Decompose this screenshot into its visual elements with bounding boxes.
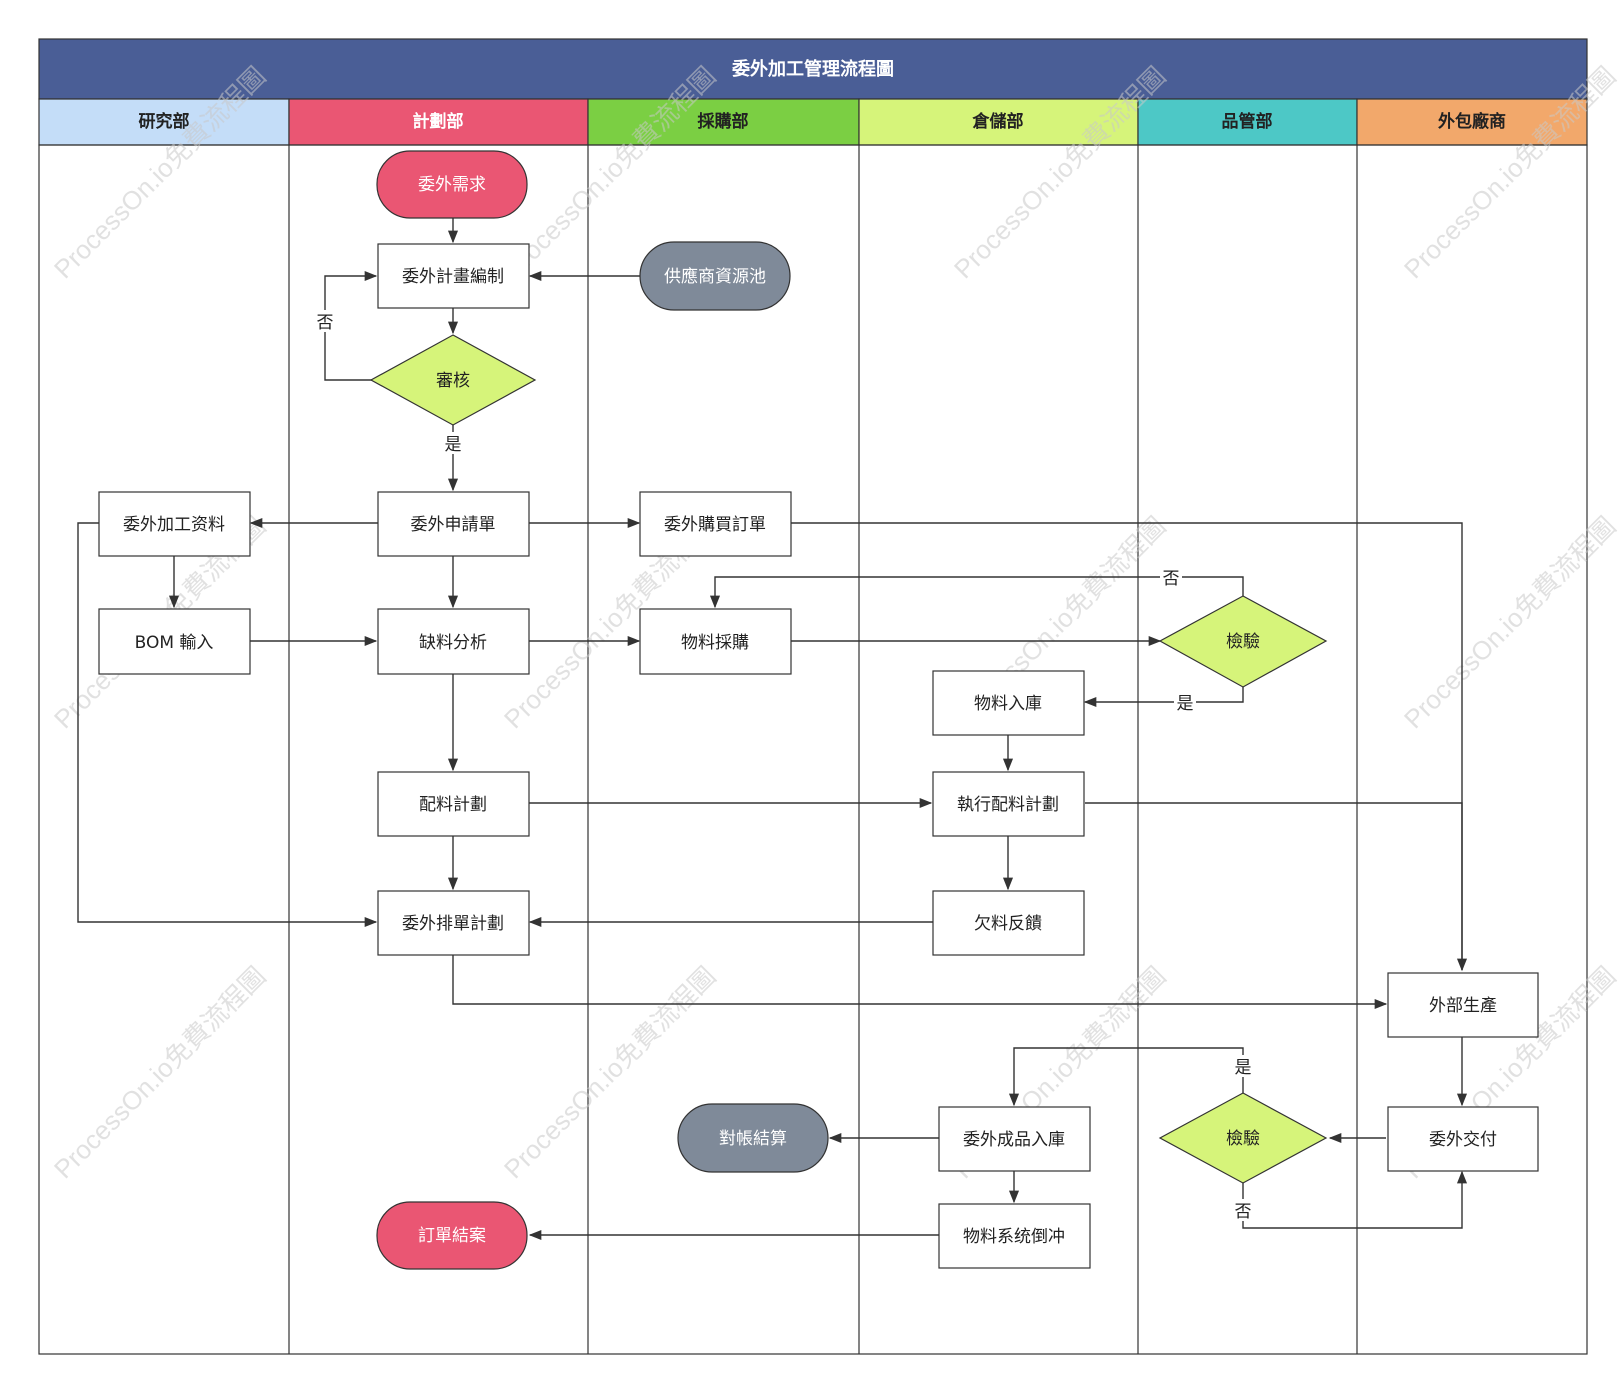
node-allocation-plan[interactable]: 配料計劃 <box>377 771 530 837</box>
svg-text:缺料分析: 缺料分析 <box>419 633 487 653</box>
svg-text:委外加工资料: 委外加工资料 <box>123 515 225 535</box>
lane-label-qc: 品管部 <box>1222 111 1273 132</box>
node-exec-allocation[interactable]: 執行配料計劃 <box>932 771 1085 837</box>
svg-text:訂單結案: 訂單結案 <box>418 1226 486 1246</box>
watermark: ProcessOn.io免費流程圖 <box>1398 511 1622 735</box>
lane-headers: 研究部 計劃部 採購部 倉儲部 品管部 外包廠商 <box>38 98 1588 146</box>
edge-data-to-schedule <box>77 522 378 928</box>
node-material-purchase[interactable]: 物料採購 <box>639 608 792 675</box>
svg-text:物料系统倒冲: 物料系统倒冲 <box>963 1227 1065 1247</box>
node-plan-compile[interactable]: 委外計畫編制 <box>377 243 530 309</box>
lane-header-purchase <box>587 98 860 146</box>
svg-text:供應商資源池: 供應商資源池 <box>664 266 766 287</box>
label-inspect2-yes: 是 <box>1235 1058 1252 1078</box>
node-review[interactable]: 審核 <box>369 334 537 426</box>
edge-inspect1-yes <box>1083 687 1244 708</box>
node-outsource-data[interactable]: 委外加工资料 <box>98 491 251 557</box>
node-shortage-analysis[interactable]: 缺料分析 <box>377 608 530 675</box>
svg-text:物料採購: 物料採購 <box>681 633 749 653</box>
node-schedule-plan[interactable]: 委外排單計劃 <box>377 890 530 956</box>
svg-text:外部生產: 外部生產 <box>1429 996 1497 1016</box>
node-external-production[interactable]: 外部生產 <box>1387 972 1539 1038</box>
edge-inspect1-no <box>709 576 1244 609</box>
svg-text:委外需求: 委外需求 <box>418 175 486 195</box>
lane-label-vendor: 外包廠商 <box>1438 111 1506 132</box>
svg-text:檢驗: 檢驗 <box>1226 1129 1260 1149</box>
node-purchase-order[interactable]: 委外購買訂單 <box>639 491 792 557</box>
title-bar <box>38 38 1588 100</box>
svg-text:BOM 輸入: BOM 輸入 <box>135 633 214 653</box>
svg-text:委外排單計劃: 委外排單計劃 <box>402 914 504 934</box>
watermark: ProcessOn.io免費流程圖 <box>48 961 272 1185</box>
label-inspect1-no: 否 <box>1163 569 1180 589</box>
svg-text:檢驗: 檢驗 <box>1226 632 1260 652</box>
watermarks: ProcessOn.io免費流程圖 ProcessOn.io免費流程圖 Proc… <box>48 61 1622 1185</box>
node-shortage-feedback[interactable]: 欠料反饋 <box>932 890 1085 956</box>
lane-label-rd: 研究部 <box>139 111 190 132</box>
label-inspect1-yes: 是 <box>1177 694 1194 714</box>
lane-label-plan: 計劃部 <box>413 111 464 132</box>
lane-header-rd <box>38 98 290 146</box>
lane-header-qc <box>1137 98 1358 146</box>
svg-text:對帳結算: 對帳結算 <box>719 1129 787 1149</box>
svg-text:欠料反饋: 欠料反饋 <box>974 914 1042 934</box>
edge-po-to-production <box>791 522 1468 972</box>
node-bom-input[interactable]: BOM 輸入 <box>98 608 251 675</box>
svg-text:委外申請單: 委外申請單 <box>411 515 496 535</box>
diagram-title: 委外加工管理流程圖 <box>731 58 894 80</box>
node-supplier-pool[interactable]: 供應商資源池 <box>639 241 791 311</box>
node-order-close[interactable]: 訂單結案 <box>376 1201 528 1270</box>
node-system-backflush[interactable]: 物料系统倒冲 <box>938 1203 1091 1269</box>
lane-bodies <box>38 144 1588 1355</box>
node-demand[interactable]: 委外需求 <box>376 150 528 219</box>
node-inspect-1[interactable]: 檢驗 <box>1158 595 1328 688</box>
node-reconcile[interactable]: 對帳結算 <box>677 1103 829 1173</box>
node-request-form[interactable]: 委外申請單 <box>377 491 530 557</box>
edge-inspect2-no <box>1242 1170 1468 1229</box>
svg-text:委外購買訂單: 委外購買訂單 <box>664 515 766 535</box>
lane-label-purchase: 採購部 <box>698 111 749 132</box>
connectors <box>77 218 1468 1241</box>
svg-text:委外交付: 委外交付 <box>1429 1130 1497 1150</box>
edge-schedule-to-production <box>452 955 1388 1010</box>
node-finished-stock-in[interactable]: 委外成品入庫 <box>938 1106 1091 1172</box>
label-inspect2-no: 否 <box>1235 1202 1252 1222</box>
node-inspect-2[interactable]: 檢驗 <box>1158 1092 1328 1184</box>
svg-text:審核: 審核 <box>436 371 470 391</box>
label-review-no: 否 <box>317 313 334 333</box>
svg-text:配料計劃: 配料計劃 <box>419 795 487 815</box>
edge-labels: 否 是 否 是 是 否 <box>314 310 1254 1222</box>
svg-text:委外計畫編制: 委外計畫編制 <box>402 267 504 287</box>
svg-text:委外成品入庫: 委外成品入庫 <box>963 1130 1065 1150</box>
lane-header-plan <box>288 98 589 146</box>
svg-text:執行配料計劃: 執行配料計劃 <box>957 795 1059 815</box>
svg-text:物料入庫: 物料入庫 <box>974 694 1042 714</box>
lane-label-warehouse: 倉儲部 <box>972 111 1024 132</box>
node-outsource-delivery[interactable]: 委外交付 <box>1387 1106 1539 1172</box>
node-material-stock-in[interactable]: 物料入庫 <box>932 670 1085 736</box>
edge-exec-to-production <box>1085 802 1463 970</box>
label-review-yes: 是 <box>445 435 462 455</box>
